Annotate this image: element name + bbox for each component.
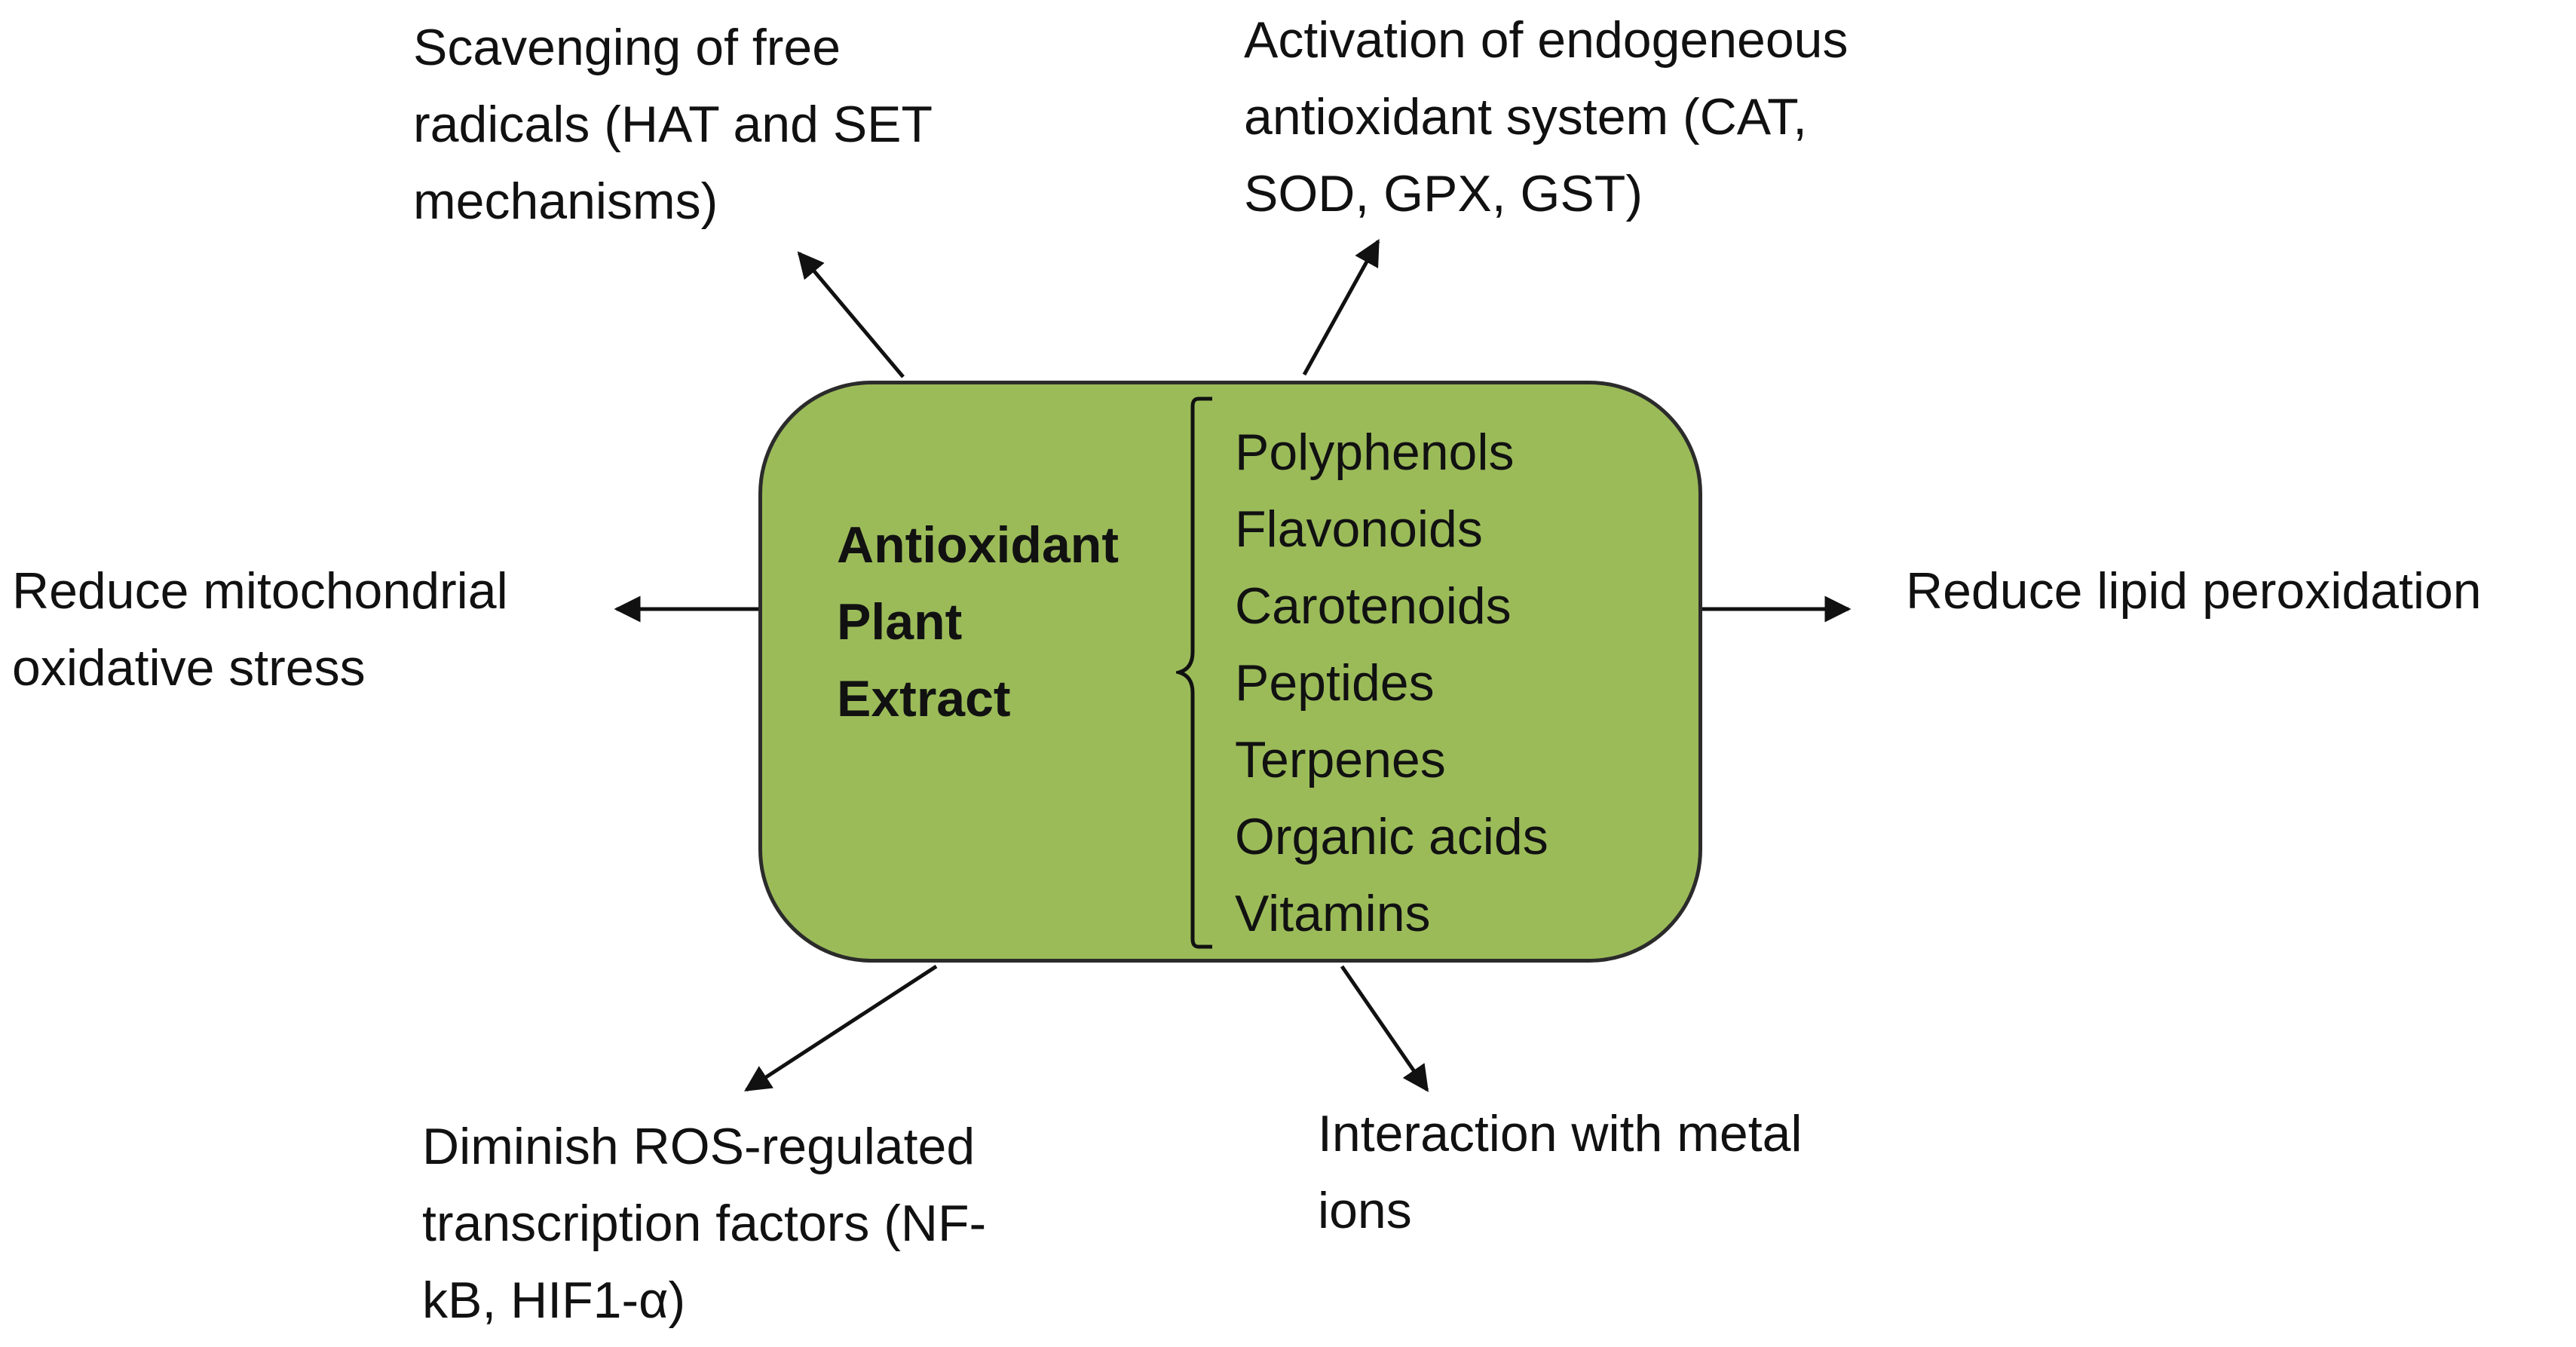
compound-bracket (1176, 396, 1212, 949)
arrow-to-scavenging (797, 251, 905, 378)
center-title: Antioxidant Plant Extract (837, 516, 1119, 727)
effect-metal-label: Interaction with metal ions (1318, 1105, 1803, 1239)
plant-extract-box (758, 381, 1702, 963)
effect-ros-label: Diminish ROS-regulated transcription fac… (422, 1118, 987, 1329)
effect-lipid-label: Reduce lipid peroxidation (1906, 562, 2482, 620)
compound-class-list: Polyphenols Flavonoids Carotenoids Pepti… (1235, 414, 1548, 952)
arrow-to-activation (1302, 238, 1380, 376)
compound-class-item: Carotenoids (1235, 577, 1512, 635)
compound-class-item: Terpenes (1235, 731, 1446, 788)
compound-class-item: Polyphenols (1235, 424, 1515, 481)
compound-class-item: Organic acids (1235, 808, 1548, 865)
compound-class-item: Flavonoids (1235, 501, 1483, 558)
compound-class-item: Vitamins (1235, 885, 1431, 942)
effect-scavenging-label: Scavenging of free radicals (HAT and SET… (413, 19, 933, 230)
compound-class-item: Peptides (1235, 654, 1435, 712)
arrow-to-metal (1340, 965, 1429, 1092)
arrow-to-ros (744, 964, 938, 1092)
effect-mitochondrial-label: Reduce mitochondrial oxidative stress (12, 562, 508, 696)
effect-activation-label: Activation of endogeneous antioxidant sy… (1244, 11, 1849, 222)
